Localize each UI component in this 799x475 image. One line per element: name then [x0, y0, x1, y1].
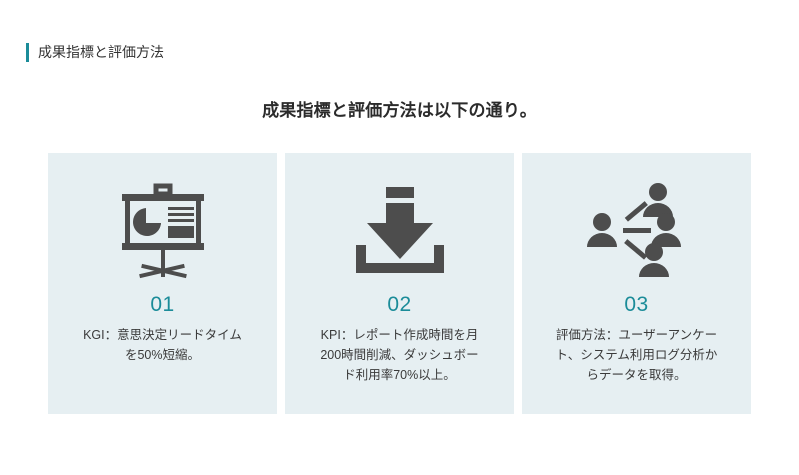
card-group: 01 KGI：意思決定リードタイム を50%短縮。 02 KPI：レポート作成	[48, 153, 751, 414]
card-number-02: 02	[387, 293, 412, 316]
card-item-02: 02 KPI：レポート作成時間を月 200時間削減、ダッシュボー ド利用率70%…	[285, 153, 514, 414]
card-item-03: 03 評価方法：ユーザーアンケー ト、システム利用ログ分析か らデータを取得。	[522, 153, 751, 414]
card-body-line: を50%短縮。	[124, 348, 201, 362]
card-body-line: 200時間削減、ダッシュボー	[320, 348, 479, 362]
card-body-03: 評価方法：ユーザーアンケー ト、システム利用ログ分析か らデータを取得。	[539, 325, 735, 385]
presentation-chart-icon	[111, 179, 215, 283]
card-body-line: KPI：レポート作成時間を月	[320, 328, 479, 342]
card-number-03: 03	[624, 293, 649, 316]
card-body-line: らデータを取得。	[586, 368, 687, 382]
download-tray-icon	[348, 179, 452, 283]
card-body-line: ト、システム利用ログ分析か	[555, 348, 718, 362]
slide-header: 成果指標と評価方法	[26, 41, 164, 63]
page-title: 成果指標と評価方法は以下の通り。	[262, 101, 537, 120]
card-body-line: KGI：意思決定リードタイム	[83, 328, 242, 342]
card-number-01: 01	[150, 293, 175, 316]
card-body-01: KGI：意思決定リードタイム を50%短縮。	[65, 325, 261, 365]
card-body-line: 評価方法：ユーザーアンケー	[555, 328, 718, 342]
header-accent-bar	[26, 42, 29, 62]
card-body-02: KPI：レポート作成時間を月 200時間削減、ダッシュボー ド利用率70%以上。	[302, 325, 498, 385]
people-network-icon	[585, 179, 689, 283]
card-body-line: ド利用率70%以上。	[343, 368, 456, 382]
slide-header-label: 成果指標と評価方法	[38, 43, 164, 60]
card-item-01: 01 KGI：意思決定リードタイム を50%短縮。	[48, 153, 277, 414]
